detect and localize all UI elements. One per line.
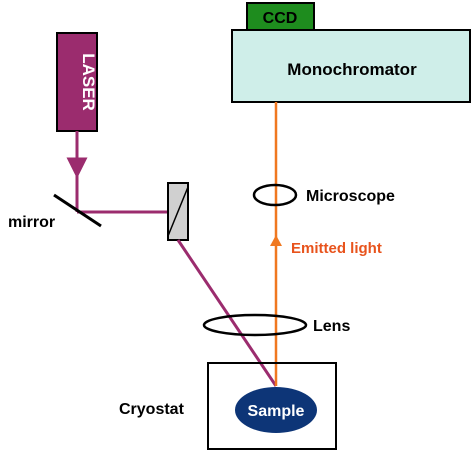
emitted-light-arrowhead [270, 235, 282, 246]
monochromator-box [231, 29, 471, 103]
mirror-label: mirror [8, 214, 55, 231]
sample [235, 387, 317, 433]
monochromator-label: Monochromator [287, 60, 417, 79]
laser-beam-to-sample [176, 239, 278, 387]
mirror [53, 193, 102, 228]
microscope-label: Microscope [306, 188, 395, 205]
emitted-light-label: Emitted light [291, 240, 382, 257]
cryostat-label: Cryostat [119, 401, 185, 418]
ccd-label: CCD [263, 10, 298, 27]
lens-label: Lens [313, 318, 350, 335]
sample-label: Sample [248, 403, 305, 420]
microscope-lens [252, 183, 298, 207]
polarizer-diagonal [167, 186, 189, 237]
laser-label: LASER [79, 53, 98, 111]
cryostat-box [207, 362, 337, 450]
lens [202, 313, 308, 337]
